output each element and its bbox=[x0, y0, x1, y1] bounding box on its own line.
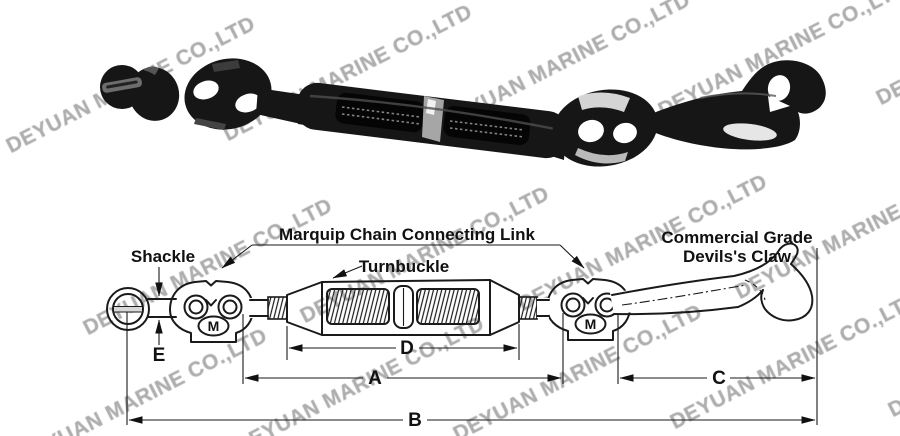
photo-connecting-link-1 bbox=[184, 58, 272, 130]
part-labels: Shackle Marquip Chain Connecting Link Tu… bbox=[131, 225, 813, 297]
drawing-connecting-link-1 bbox=[169, 280, 254, 343]
dimension-d: D bbox=[288, 338, 518, 359]
photo-shackle bbox=[100, 65, 180, 121]
drawing-devils-claw bbox=[610, 242, 814, 322]
label-turnbuckle: Turnbuckle bbox=[359, 257, 449, 276]
label-devils-claw-line2: Devils's Claw bbox=[683, 247, 792, 266]
dimension-lines: E D A C B bbox=[126, 248, 818, 431]
product-photo bbox=[100, 58, 826, 167]
dimension-e: E bbox=[153, 319, 166, 366]
dimension-label-d: D bbox=[400, 338, 414, 359]
dimension-c: C bbox=[619, 368, 816, 389]
drawing-turnbuckle bbox=[249, 279, 550, 336]
photo-devils-claw bbox=[642, 60, 826, 150]
photo-connecting-link-2 bbox=[552, 89, 658, 167]
dimension-b: B bbox=[128, 410, 816, 431]
dimension-a: A bbox=[244, 368, 562, 389]
photo-turnbuckle bbox=[296, 82, 568, 160]
label-shackle: Shackle bbox=[131, 247, 195, 266]
dimension-label-c: C bbox=[712, 368, 726, 389]
drawing-shackle bbox=[106, 287, 177, 331]
technical-drawing-main: M bbox=[106, 225, 818, 431]
label-connecting-link: Marquip Chain Connecting Link bbox=[279, 225, 535, 244]
dimension-label-e: E bbox=[153, 345, 166, 366]
dimension-label-a: A bbox=[368, 368, 382, 389]
dimension-label-b: B bbox=[408, 410, 422, 431]
label-devils-claw-line1: Commercial Grade bbox=[661, 228, 812, 247]
